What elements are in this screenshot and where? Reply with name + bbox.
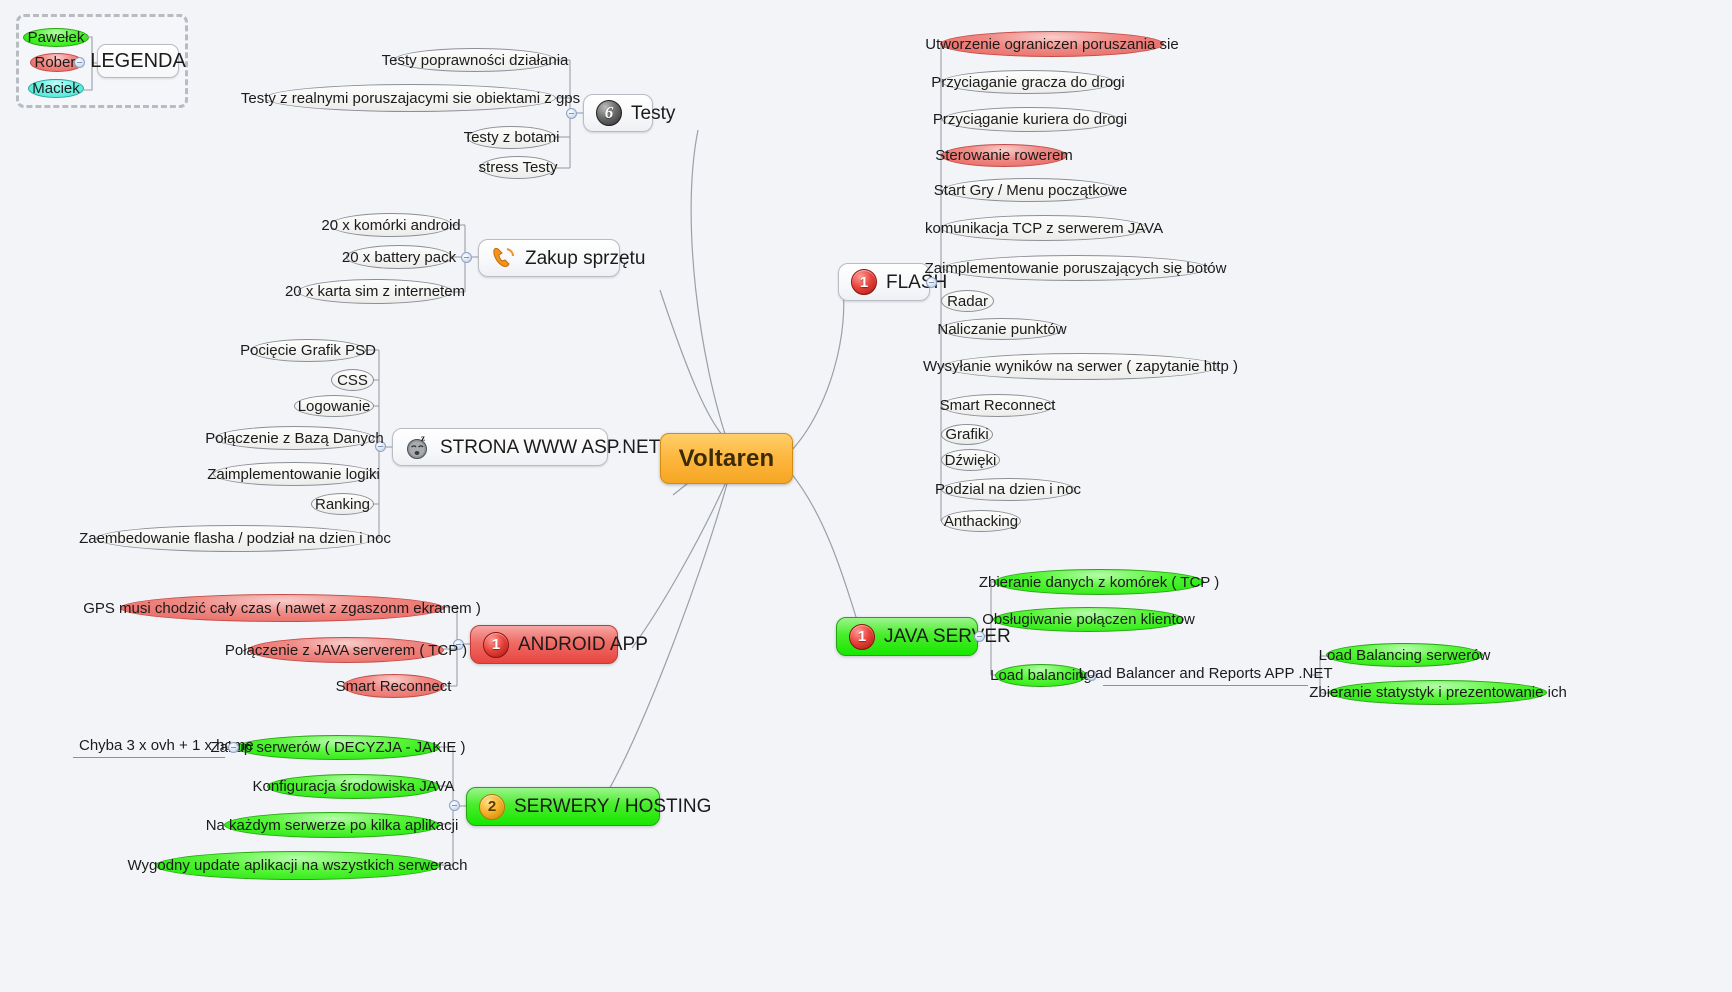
sub-topic[interactable]: Przyciąganie kuriera do drogi: [933, 107, 1127, 132]
collapse-knob-serwery-hosting[interactable]: [449, 800, 460, 811]
sub-topic[interactable]: Konfiguracja środowiska JAVA: [252, 774, 455, 799]
sub-topic[interactable]: 20 x komórki android: [321, 213, 461, 237]
central-topic[interactable]: Voltaren: [660, 433, 793, 484]
main-topic-zakup-sprzetu[interactable]: Zakup sprzętu: [478, 239, 645, 277]
sub-topic[interactable]: Radar: [941, 290, 994, 312]
collapse-knob-strona-www[interactable]: [375, 441, 386, 452]
legend-collapse-knob[interactable]: [74, 57, 85, 68]
sub-topic[interactable]: CSS: [331, 369, 374, 391]
main-topic-label: Zakup sprzętu: [525, 247, 646, 269]
number-badge-1-icon: 1: [849, 623, 875, 650]
sub-topic[interactable]: Start Gry / Menu początkowe: [934, 178, 1127, 202]
sub-topic[interactable]: Logowanie: [294, 395, 374, 417]
number-badge-6-icon: 6: [596, 100, 622, 126]
legend-title[interactable]: LEGENDA: [90, 44, 186, 78]
sub-topic[interactable]: Zbieranie statystyk i prezentowanie ich: [1309, 680, 1567, 705]
central-topic-label: Voltaren: [678, 444, 775, 472]
number-badge-1-icon: 1: [483, 631, 509, 658]
main-topic-testy[interactable]: 6 Testy: [583, 94, 675, 132]
collapse-knob-zakup-serwerow[interactable]: [228, 742, 239, 753]
sub-topic[interactable]: Utworzenie ograniczen poruszania sie: [925, 31, 1179, 57]
sub-topic[interactable]: Naliczanie punktów: [937, 318, 1067, 340]
sleeping-face-icon: z: [407, 434, 427, 459]
sub-topic[interactable]: Load balancing: [990, 664, 1092, 687]
main-topic-label: JAVA SERVER: [884, 626, 1011, 647]
sub-topic[interactable]: Zaimplementowanie logiki: [207, 462, 380, 486]
main-topic-serwery-hosting[interactable]: 2 SERWERY / HOSTING: [466, 787, 711, 826]
sub-topic[interactable]: Dźwięki: [941, 449, 1000, 471]
sub-topic[interactable]: Zaembedowanie flasha / podział na dzien …: [79, 525, 391, 552]
sub-topic[interactable]: Ranking: [311, 493, 374, 515]
sub-topic[interactable]: 20 x battery pack: [342, 245, 456, 269]
sub-topic[interactable]: Load Balancing serwerów: [1319, 643, 1490, 667]
sub-topic[interactable]: Połączenie z Bazą Danych: [205, 426, 384, 450]
collapse-knob-java-server[interactable]: [974, 631, 985, 642]
collapse-knob-zakup-sprzetu[interactable]: [461, 252, 472, 263]
main-topic-flash[interactable]: 1 FLASH: [838, 263, 947, 301]
sub-topic[interactable]: Wysyłanie wyników na serwer ( zapytanie …: [923, 353, 1238, 380]
callout-note[interactable]: Load Balancer and Reports APP .NET: [1078, 664, 1333, 686]
sub-topic[interactable]: Testy z botami: [464, 126, 559, 149]
collapse-knob-load-balancing[interactable]: [1086, 670, 1097, 681]
collapse-knob-testy[interactable]: [566, 108, 577, 119]
main-topic-label: ANDROID APP: [518, 634, 648, 655]
sub-topic[interactable]: Podzial na dzien i noc: [935, 478, 1081, 501]
sub-topic[interactable]: Testy poprawności działania: [382, 48, 568, 72]
sub-topic[interactable]: Połączenie z JAVA serverem ( TCP ): [225, 637, 467, 663]
sub-topic[interactable]: 20 x karta sim z internetem: [285, 279, 465, 304]
sub-topic[interactable]: Obsługiwanie połączen klientow: [982, 607, 1195, 632]
collapse-knob-flash[interactable]: [926, 277, 937, 288]
main-topic-label: Testy: [631, 102, 676, 124]
legend-person-label: Pawełek: [27, 29, 85, 46]
sub-topic[interactable]: GPS musi chodzić cały czas ( nawet z zga…: [83, 594, 481, 622]
sub-topic[interactable]: Anthacking: [941, 510, 1021, 532]
sub-topic[interactable]: Testy z realnymi poruszajacymi sie obiek…: [241, 84, 580, 112]
sub-topic[interactable]: Przyciaganie gracza do drogi: [931, 70, 1125, 94]
sub-topic[interactable]: Pocięcie Grafik PSD: [240, 339, 376, 362]
main-topic-label: SERWERY / HOSTING: [514, 796, 712, 817]
legend-person-pawelek[interactable]: Pawełek: [23, 28, 89, 47]
sub-topic[interactable]: Smart Reconnect: [940, 394, 1055, 417]
number-badge-2-icon: 2: [479, 793, 505, 820]
callout-note[interactable]: Chyba 3 x ovh + 1 x home: [73, 736, 254, 758]
main-topic-android-app[interactable]: 1 ANDROID APP: [470, 625, 648, 664]
legend-person-robert[interactable]: Robert: [30, 53, 84, 72]
sub-topic[interactable]: Smart Reconnect: [336, 674, 451, 698]
sub-topic[interactable]: Grafiki: [941, 424, 993, 445]
sub-topic[interactable]: stress Testy: [479, 156, 557, 179]
number-badge-1-icon: 1: [851, 269, 877, 295]
sub-topic[interactable]: komunikacja TCP z serwerem JAVA: [925, 215, 1163, 241]
legend-person-label: Maciek: [32, 80, 80, 97]
telephone-icon: [493, 247, 514, 267]
sub-topic[interactable]: Sterowanie rowerem: [935, 144, 1073, 167]
main-topic-strona-www[interactable]: z STRONA WWW ASP.NET: [392, 428, 660, 466]
svg-text:z: z: [421, 434, 425, 443]
sub-topic[interactable]: Zaimplementowanie poruszających się botó…: [925, 255, 1226, 281]
legend-person-label: Robert: [34, 54, 80, 71]
sub-topic[interactable]: Zbieranie danych z komórek ( TCP ): [979, 569, 1219, 595]
sub-topic[interactable]: Zakup serwerów ( DECYZJA - JAKIE ): [210, 735, 466, 760]
main-topic-java-server[interactable]: 1 JAVA SERVER: [836, 617, 1011, 656]
sub-topic[interactable]: Wygodny update aplikacji na wszystkich s…: [127, 851, 468, 880]
collapse-knob-android-app[interactable]: [453, 639, 464, 650]
sub-topic[interactable]: Na każdym serwerze po kilka aplikacji: [206, 812, 458, 838]
legend-person-maciek[interactable]: Maciek: [28, 79, 84, 98]
main-topic-label: STRONA WWW ASP.NET: [440, 436, 661, 458]
